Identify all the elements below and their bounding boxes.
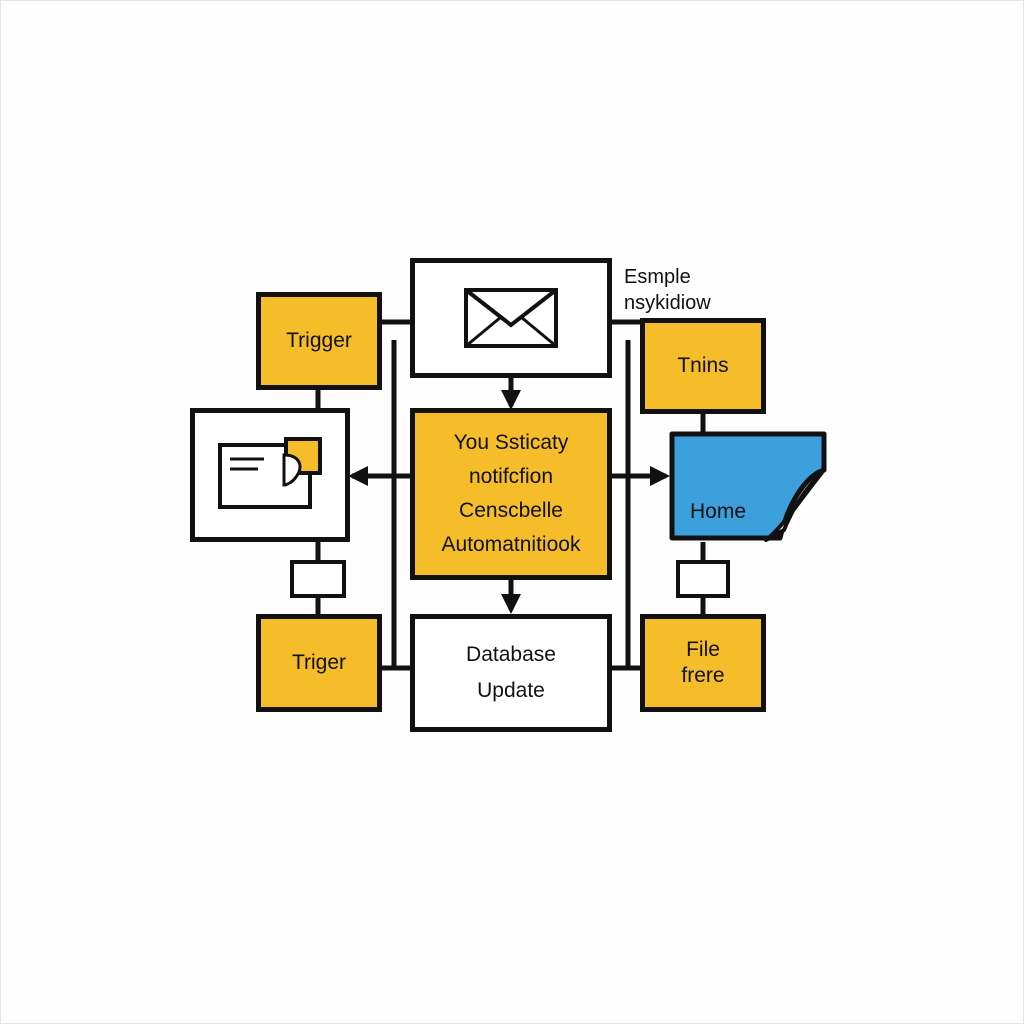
center-line-3: Censcbelle [459,499,563,522]
caption-line-1: Esmple [624,266,691,288]
connector-box-right [676,560,730,598]
center-line-2: notifcfion [468,465,554,488]
database-update-node[interactable]: Database Update [410,614,612,732]
trigger-node[interactable]: Trigger [256,292,382,390]
trains-label: Tnins [677,353,729,377]
diagram-caption: Esmple nsykidiow [624,264,711,316]
file-node[interactable]: File frere [640,614,766,712]
center-line-4: Automatnitiook [441,533,581,556]
file-line-2: frere [681,664,725,687]
message-card-icon [218,437,322,509]
center-automation-node[interactable]: You Ssticaty notifcfion Censcbelle Autom… [410,408,612,580]
message-card-node[interactable] [190,408,350,542]
center-line-1: You Ssticaty [453,431,569,454]
caption-line-2: nsykidiow [624,292,711,314]
database-line-2: Update [477,679,545,702]
home-node[interactable] [669,431,827,542]
triger-label: Triger [291,650,347,674]
envelope-icon [464,288,558,348]
triger-node[interactable]: Triger [256,614,382,712]
email-node[interactable] [410,258,612,378]
file-line-1: File [686,637,720,661]
home-label: Home [690,500,747,523]
database-line-1: Database [466,643,556,666]
connector-box-left [290,560,346,598]
trains-node[interactable]: Tnins [640,318,766,414]
trigger-label: Trigger [286,328,352,352]
page-curl [764,468,826,542]
